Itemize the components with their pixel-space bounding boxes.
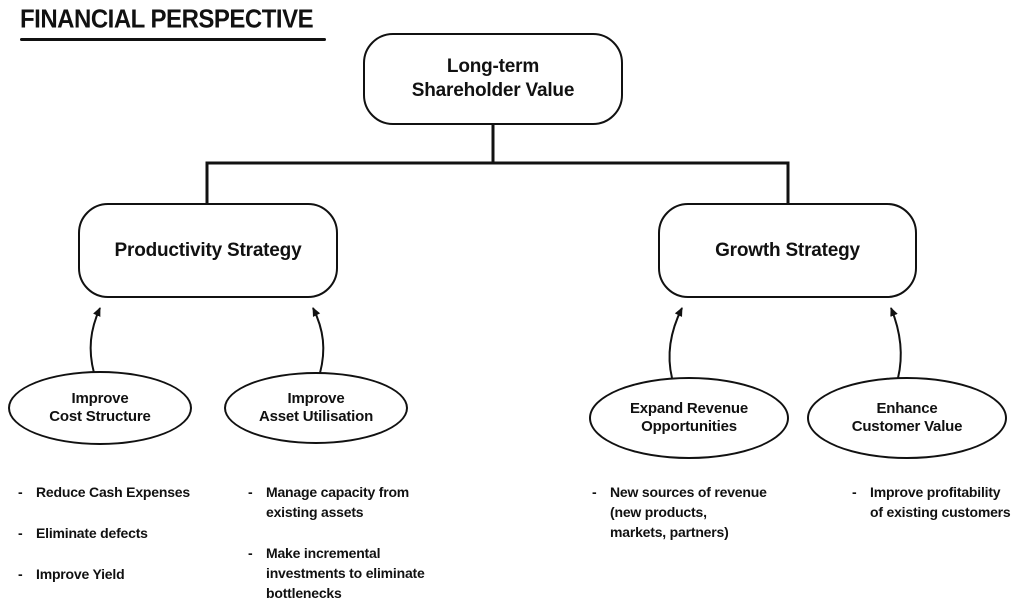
node-label: Growth Strategy: [715, 239, 860, 261]
list-item: - Make incremental investments to elimin…: [248, 543, 463, 603]
tree-connector: [205, 122, 790, 205]
bullet-dash: -: [248, 545, 253, 561]
bullet-dash: -: [18, 525, 23, 541]
node-productivity-strategy: Productivity Strategy: [78, 203, 338, 298]
arrow-revenue-to-growth: [668, 307, 683, 379]
node-long-term-shareholder-value: Long-term Shareholder Value: [363, 33, 623, 125]
ellipse-improve-asset-utilisation: Improve Asset Utilisation: [224, 372, 408, 444]
list-revenue-opportunities: - New sources of revenue (new products, …: [592, 482, 797, 563]
bullet-text: Make incremental investments to eliminat…: [266, 545, 425, 601]
list-asset-utilisation: - Manage capacity from existing assets -…: [248, 482, 463, 603]
list-customer-value: - Improve profitability of existing cust…: [852, 482, 1020, 543]
ellipse-label-line: Improve: [287, 390, 345, 407]
bullet-text: Improve Yield: [36, 566, 125, 582]
list-item: - Eliminate defects: [18, 523, 233, 543]
arrow-cost-to-productivity: [89, 307, 101, 374]
node-label-line: Shareholder Value: [411, 80, 575, 101]
ellipse-label-line: Enhance: [876, 400, 938, 417]
ellipse-label-line: Expand Revenue: [629, 400, 749, 417]
list-item: - Improve Yield: [18, 564, 233, 584]
bullet-dash: -: [592, 484, 597, 500]
bullet-dash: -: [248, 484, 253, 500]
ellipse-label-line: Customer Value: [851, 418, 963, 435]
ellipse-enhance-customer-value: Enhance Customer Value: [807, 377, 1007, 459]
bullet-dash: -: [18, 566, 23, 582]
bullet-text: Reduce Cash Expenses: [36, 484, 190, 500]
bullet-text: Improve profitability of existing custom…: [870, 484, 1011, 520]
ellipse-label-line: Opportunities: [641, 418, 737, 435]
bullet-text: Manage capacity from existing assets: [266, 484, 410, 520]
bullet-text: Eliminate defects: [36, 525, 148, 541]
bullet-dash: -: [18, 484, 23, 500]
node-growth-strategy: Growth Strategy: [658, 203, 917, 298]
list-item: - Improve profitability of existing cust…: [852, 482, 1020, 522]
ellipse-label-line: Asset Utilisation: [258, 408, 374, 425]
list-item: - Manage capacity from existing assets: [248, 482, 463, 522]
list-cost-structure: - Reduce Cash Expenses - Eliminate defec…: [18, 482, 233, 603]
ellipse-label-line: Cost Structure: [49, 408, 151, 425]
bullet-text: New sources of revenue (new products, ma…: [610, 484, 767, 540]
list-item: - Reduce Cash Expenses: [18, 482, 233, 502]
ellipse-improve-cost-structure: Improve Cost Structure: [8, 371, 192, 445]
node-label: Productivity Strategy: [114, 239, 302, 261]
bullet-dash: -: [852, 484, 857, 500]
arrow-asset-to-productivity: [312, 307, 325, 374]
page-title: FINANCIAL PERSPECTIVE: [20, 5, 314, 35]
node-label-line: Long-term: [446, 56, 540, 77]
cause-arrows: [89, 307, 902, 379]
arrow-customer-to-growth: [890, 307, 902, 379]
title-block: FINANCIAL PERSPECTIVE: [20, 5, 326, 41]
ellipse-label-line: Improve: [71, 390, 129, 407]
list-item: - New sources of revenue (new products, …: [592, 482, 797, 542]
ellipse-expand-revenue-opportunities: Expand Revenue Opportunities: [589, 377, 789, 459]
title-underline: [20, 38, 326, 41]
